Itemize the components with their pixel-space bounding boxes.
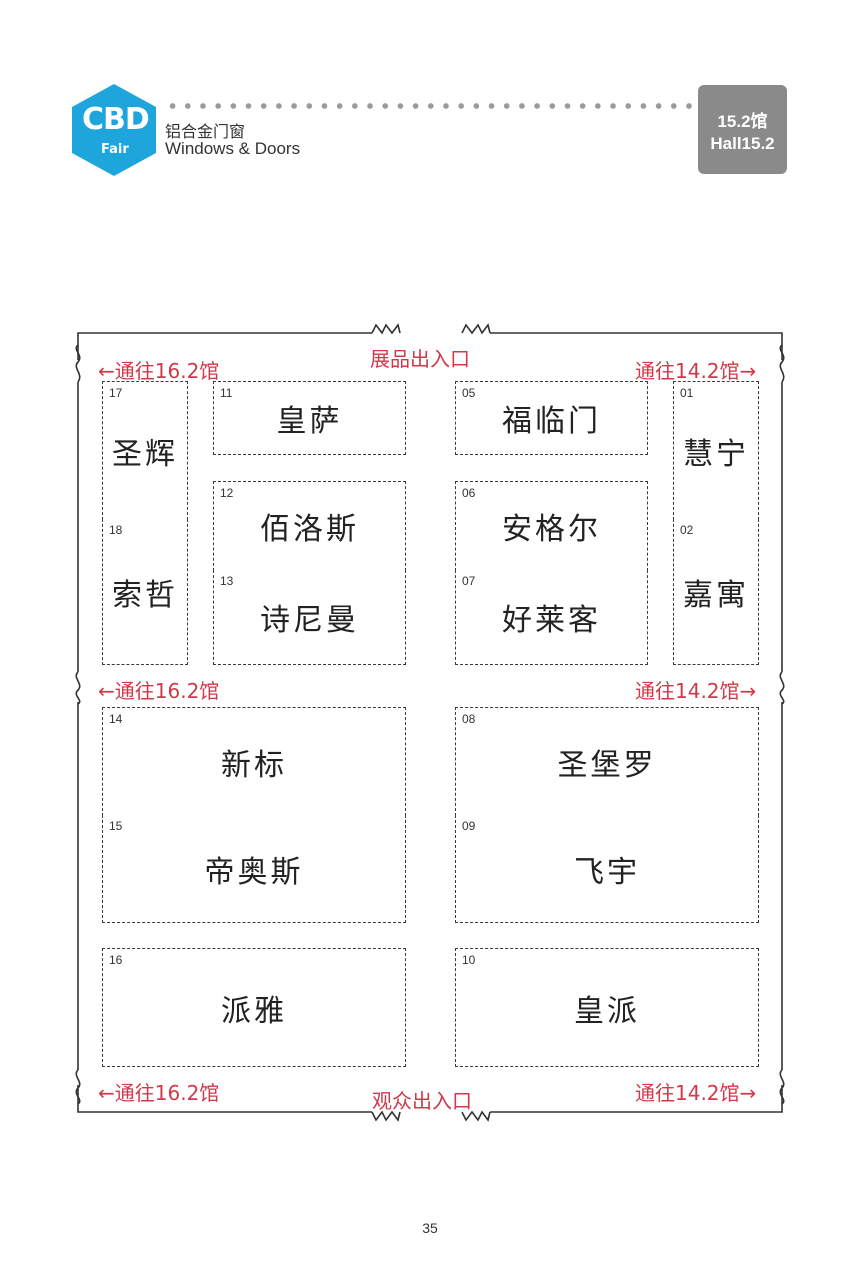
booth-name: 派雅 [221, 993, 287, 1029]
to-hall-14-label-bottom: 通往14.2馆→ [635, 1081, 757, 1105]
booth-name: 圣辉 [112, 436, 178, 472]
logo-cbd-text: CBD [82, 102, 150, 137]
booth-17[interactable]: 17 圣辉 [102, 381, 188, 520]
booth-08[interactable]: 08 圣堡罗 [455, 707, 759, 816]
dotted-divider [165, 103, 695, 109]
hexagon-logo-icon [72, 84, 156, 176]
booth-18[interactable]: 18 索哲 [102, 519, 188, 665]
to-hall-16-label-top: ←通往16.2馆 [98, 359, 220, 383]
booth-number: 08 [462, 712, 476, 726]
booth-number: 02 [680, 523, 694, 537]
booth-15[interactable]: 15 帝奥斯 [102, 815, 406, 923]
booth-number: 12 [220, 486, 234, 500]
booth-06[interactable]: 06 安格尔 [455, 481, 648, 571]
to-hall-16-label-middle: ←通往16.2馆 [98, 679, 220, 703]
booth-01[interactable]: 01 慧宁 [673, 381, 759, 520]
booth-12[interactable]: 12 佰洛斯 [213, 481, 406, 571]
booth-number: 07 [462, 574, 476, 588]
category-title-en: Windows & Doors [165, 139, 301, 158]
booth-13[interactable]: 13 诗尼曼 [213, 570, 406, 665]
hall-badge: 15.2馆 Hall15.2 [698, 85, 787, 174]
booth-name: 安格尔 [502, 512, 601, 547]
booth-name: 慧宁 [683, 436, 749, 472]
booth-number: 18 [109, 523, 123, 537]
booth-name: 福临门 [502, 404, 601, 439]
booth-number: 17 [109, 386, 123, 400]
booth-number: 15 [109, 819, 123, 833]
booth-number: 01 [680, 386, 694, 400]
booth-name: 嘉寓 [683, 577, 749, 613]
booth-name: 帝奥斯 [204, 854, 304, 890]
booth-number: 05 [462, 386, 476, 400]
hall-label-zh: 15.2馆 [717, 112, 768, 131]
to-hall-14-label-top: 通往14.2馆→ [635, 359, 757, 383]
booth-number: 06 [462, 486, 476, 500]
booth-07[interactable]: 07 好莱客 [455, 570, 648, 665]
cbd-fair-logo: CBD Fair [70, 82, 158, 178]
booth-02[interactable]: 02 嘉寓 [673, 519, 759, 665]
booth-10[interactable]: 10 皇派 [455, 948, 759, 1067]
booth-number: 16 [109, 953, 123, 967]
category-title-zh: 铝合金门窗 [165, 122, 246, 141]
visitor-entrance-label: 观众出入口 [372, 1089, 472, 1113]
hall-label-en: Hall15.2 [710, 134, 775, 153]
booth-number: 13 [220, 574, 234, 588]
to-hall-14-label-middle: 通往14.2馆→ [635, 679, 757, 703]
booth-05[interactable]: 05 福临门 [455, 381, 648, 455]
booth-number: 11 [220, 386, 233, 400]
booth-09[interactable]: 09 飞宇 [455, 815, 759, 923]
to-hall-16-label-bottom: ←通往16.2馆 [98, 1081, 220, 1105]
booth-name: 好莱客 [502, 603, 601, 638]
booth-name: 索哲 [112, 577, 178, 613]
page-number: 35 [422, 1220, 438, 1236]
booth-number: 10 [462, 953, 476, 967]
booth-name: 皇萨 [276, 404, 343, 439]
booth-number: 09 [462, 819, 476, 833]
booth-14[interactable]: 14 新标 [102, 707, 406, 816]
booth-name: 诗尼曼 [260, 603, 359, 638]
logo-fair-text: Fair [101, 142, 129, 157]
booth-16[interactable]: 16 派雅 [102, 948, 406, 1067]
booth-11[interactable]: 11 皇萨 [213, 381, 406, 455]
booth-name: 飞宇 [574, 854, 640, 890]
booth-name: 新标 [221, 747, 287, 783]
booth-name: 皇派 [574, 993, 640, 1029]
booth-name: 佰洛斯 [260, 512, 359, 547]
booth-name: 圣堡罗 [557, 747, 657, 783]
exhibit-entrance-label: 展品出入口 [370, 347, 470, 371]
booth-number: 14 [109, 712, 123, 726]
